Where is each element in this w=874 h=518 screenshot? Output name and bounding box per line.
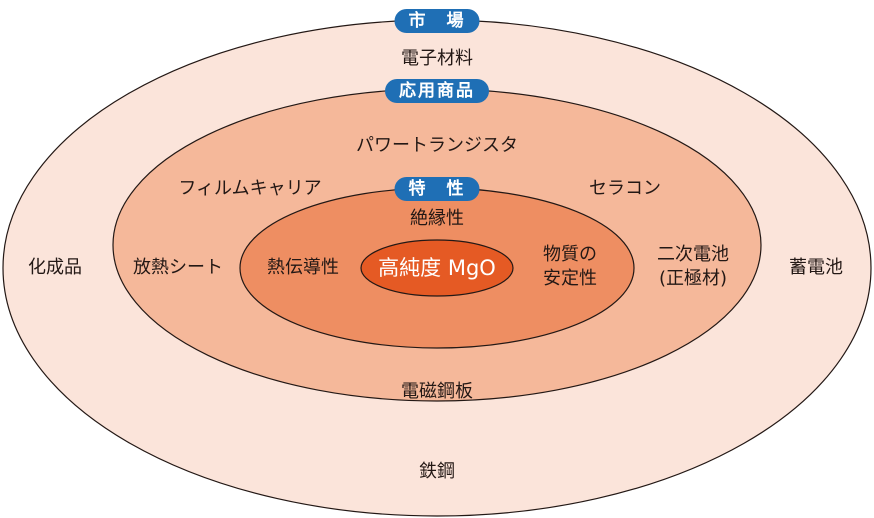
properties-label-left: 熱伝導性	[267, 257, 339, 278]
applications-label-upper-right: セラコン	[589, 178, 661, 199]
applications-badge: 応用商品	[385, 79, 489, 103]
properties-label-right-line2: 安定性	[543, 268, 597, 289]
applications-label-right-line2: (正極材)	[658, 268, 728, 289]
core-label: 高純度 MgO	[378, 256, 496, 280]
market-label-bottom: 鉄鋼	[419, 461, 455, 482]
properties-label-right-line1: 物質の	[543, 244, 597, 265]
core-ellipse	[360, 239, 514, 297]
applications-label-left: 放熱シート	[133, 257, 223, 278]
applications-label-bottom: 電磁鋼板	[401, 381, 473, 402]
properties-label-top: 絶縁性	[410, 208, 464, 229]
market-label-right: 蓄電池	[789, 257, 843, 278]
applications-label-upper-left: フィルムキャリア	[178, 178, 322, 199]
properties-label-right: 物質の 安定性	[543, 243, 597, 291]
market-label-left: 化成品	[28, 257, 82, 278]
properties-badge: 特 性	[394, 177, 480, 201]
applications-label-top: パワートランジスタ	[356, 135, 518, 156]
applications-label-right-line1: 二次電池	[657, 244, 729, 265]
applications-label-right: 二次電池 (正極材)	[657, 243, 729, 291]
market-badge: 市 場	[394, 9, 480, 33]
market-label-top: 電子材料	[401, 48, 473, 69]
